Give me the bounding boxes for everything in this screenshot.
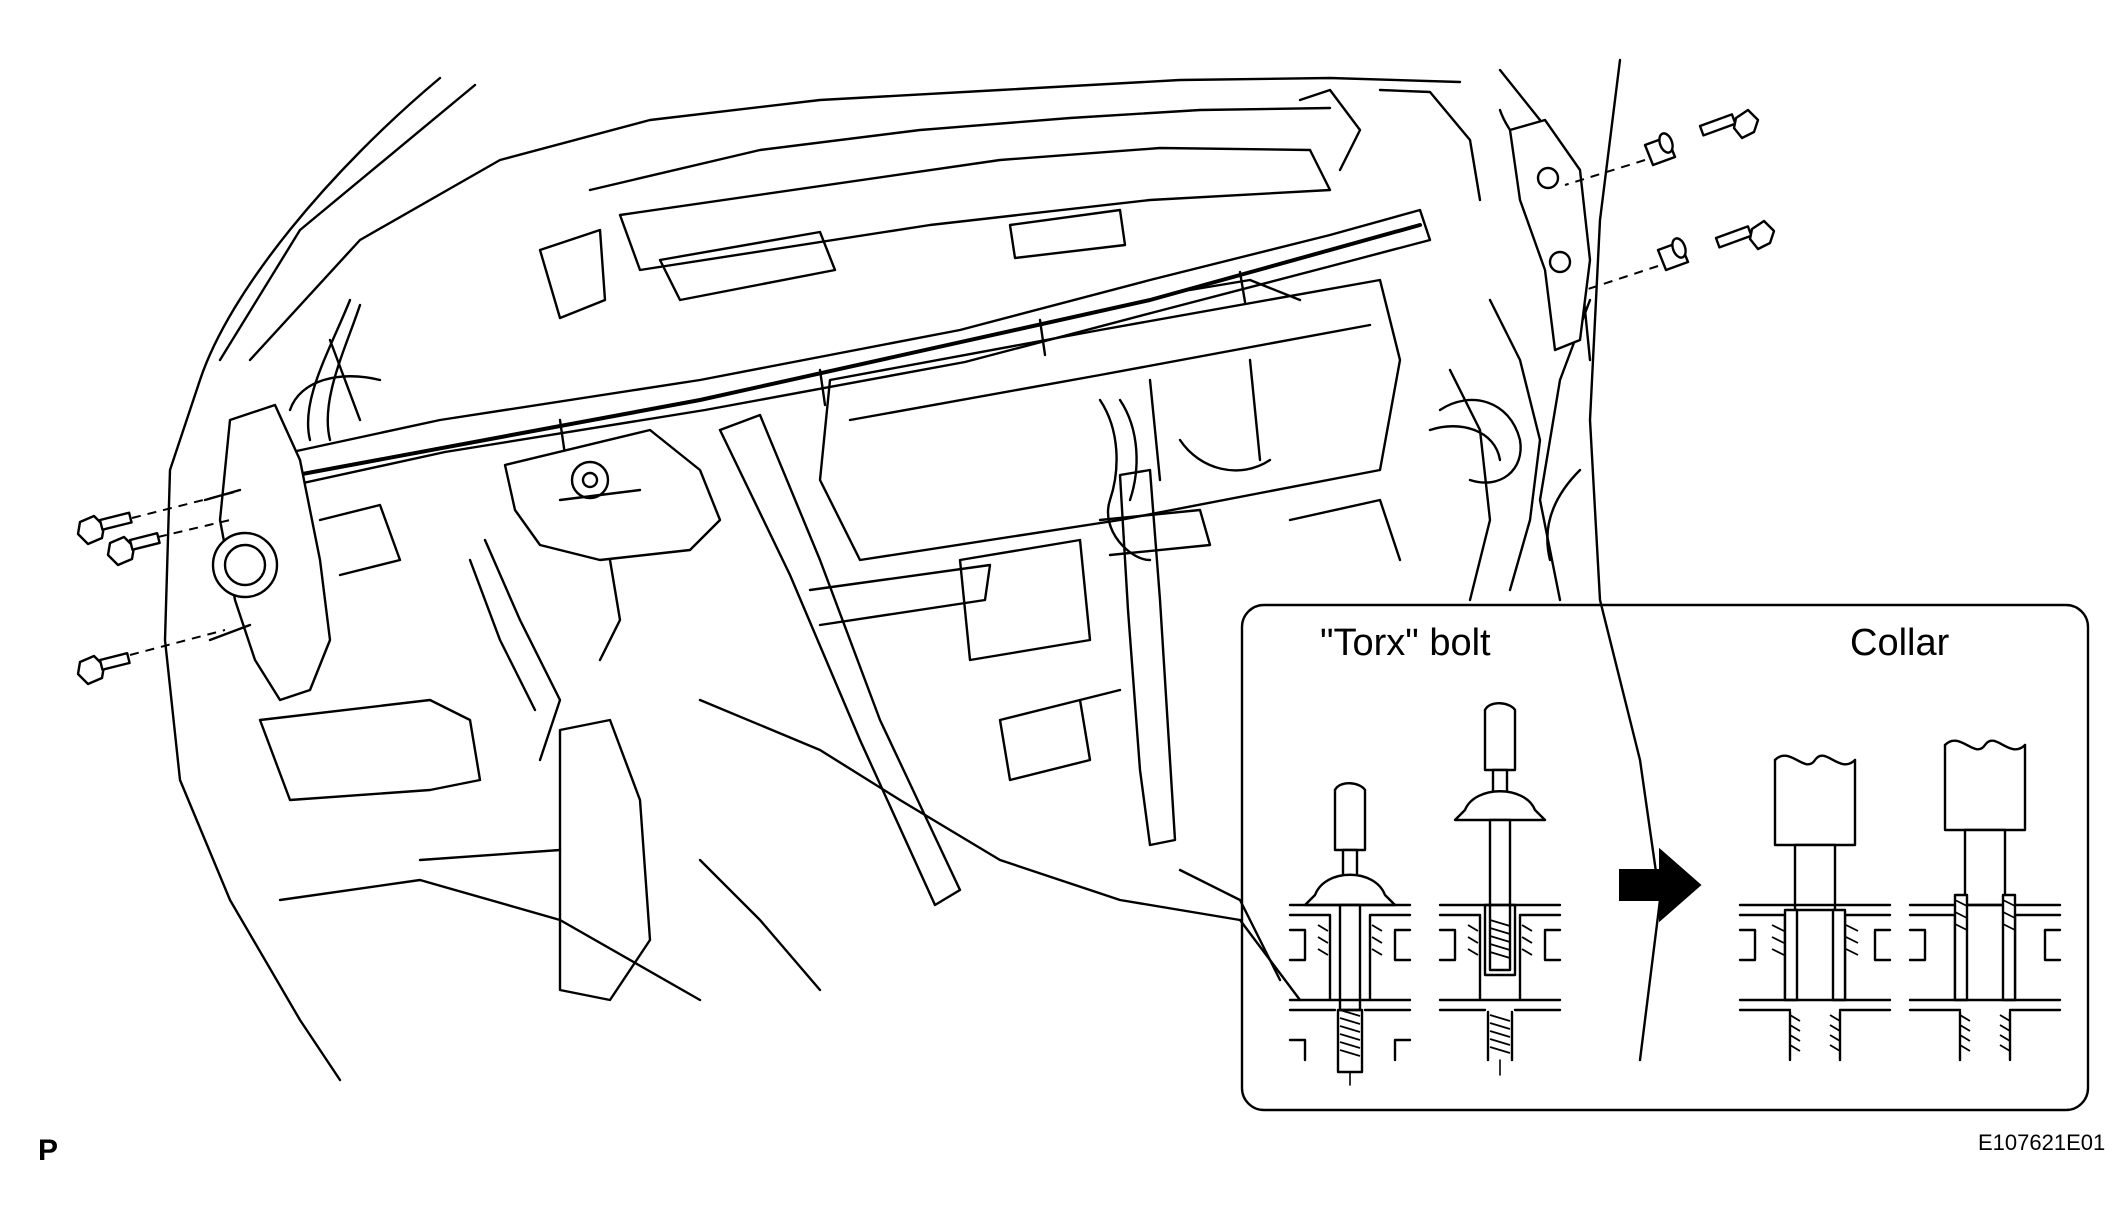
collar-icon [1656, 237, 1690, 272]
right-side-bracket [1508, 118, 1592, 352]
left-side-bracket [203, 375, 402, 702]
torx-bolt-label: "Torx" bolt [1320, 622, 1491, 664]
bolt-icon [1698, 108, 1760, 140]
collar-step-1 [1738, 754, 1892, 1062]
arrow-right-icon [1619, 847, 1702, 923]
vehicle-body-outline [163, 58, 1662, 1082]
left-bolts [76, 491, 236, 686]
bolt-icon [1714, 219, 1776, 251]
heater-unit [818, 278, 1402, 782]
steering-support-reinforcement [253, 208, 1432, 507]
defroster-panel [538, 88, 1482, 320]
torx-bolt-step-1 [1288, 782, 1412, 1086]
inset-frame [1240, 603, 2090, 1112]
lower-floor-panels [258, 698, 1302, 1002]
collar-icon [1643, 132, 1677, 167]
bolt-icon [76, 511, 133, 546]
collar-label: Collar [1850, 622, 1950, 664]
detail-inset: "Torx" bolt Collar [1240, 603, 2090, 1112]
bolt-icon [106, 532, 161, 567]
torx-bolt-step-2 [1438, 702, 1562, 1076]
right-bolts-and-collars [1564, 108, 1776, 291]
view-marker-label: P [38, 1134, 58, 1167]
bolt-icon [76, 652, 131, 686]
center-brace [718, 413, 1212, 907]
steering-column-bracket [468, 428, 722, 762]
collar-step-2 [1908, 739, 2062, 1062]
figure-id-label: E107621E01 [1978, 1130, 2105, 1155]
